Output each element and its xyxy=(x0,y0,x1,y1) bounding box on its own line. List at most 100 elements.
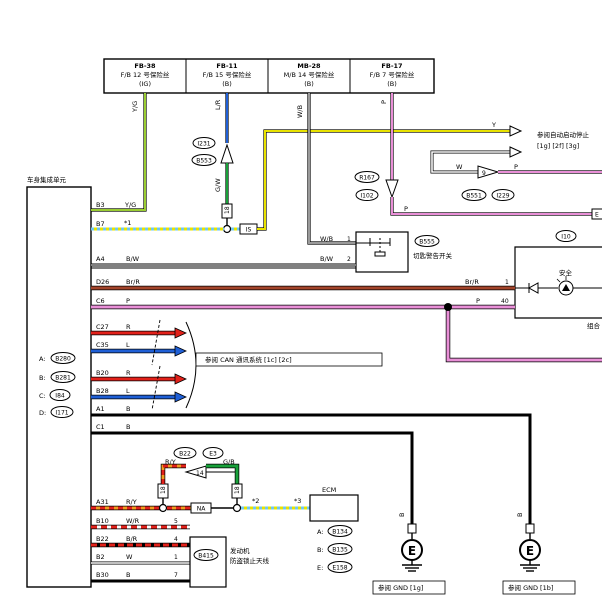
wire-color-label: W/B xyxy=(296,105,304,118)
pin-number: 4 xyxy=(174,536,178,543)
wire-color-label: Y/G xyxy=(131,101,139,113)
connector-number: 14 xyxy=(196,470,204,477)
connector-oval xyxy=(50,406,74,418)
bcm-connector-letter: B: xyxy=(39,374,46,382)
wire-color-label: G/W xyxy=(214,178,222,192)
wire-color-label: Br/R xyxy=(126,278,140,286)
wire-color-label: B xyxy=(126,423,130,431)
pin-label: B2 xyxy=(96,553,105,561)
wire-color-label: L xyxy=(126,341,130,349)
wire-color-label: B/R xyxy=(126,535,138,543)
twisted-pair-mark xyxy=(151,365,161,411)
gnd-ref-label: 参阅 GND [1g] xyxy=(378,583,423,592)
connector-number: 18 xyxy=(160,486,167,494)
connector-number: 18 xyxy=(234,486,241,494)
ground-2: E 参阅 GND [1b] xyxy=(502,523,576,595)
connector-oval xyxy=(49,389,71,401)
connector-code: B134 xyxy=(332,529,348,536)
fuse-name: M/B 14 号保险丝 xyxy=(284,70,335,79)
arrow-head xyxy=(509,146,523,158)
pin-number: 7 xyxy=(174,572,178,579)
pin-label: B7 xyxy=(96,220,105,228)
connector-code: I231 xyxy=(197,141,210,148)
pin-label: B3 xyxy=(96,201,105,209)
connector-code: I102 xyxy=(360,193,373,200)
ecm-connector-letter: A: xyxy=(317,528,324,536)
gnd-ref-box xyxy=(502,580,576,595)
marker-label: *1 xyxy=(124,219,131,227)
connector-oval xyxy=(50,352,76,364)
pin-label: C1 xyxy=(96,423,105,431)
junction-open xyxy=(232,503,242,513)
wire-color-label: B xyxy=(516,513,524,517)
wire-color-label: R xyxy=(126,369,131,377)
pin-label: C35 xyxy=(96,341,109,349)
wire-w-loop: W 9 P B551 I229 xyxy=(430,146,602,201)
bcm-connector-letter: D: xyxy=(39,409,46,417)
fuse-power: (IG) xyxy=(139,80,151,88)
switch-label: 切匙警告开关 xyxy=(413,251,453,260)
connector-code: B553 xyxy=(196,158,212,165)
can-ref-box xyxy=(195,352,383,367)
connector-oval xyxy=(491,189,515,201)
wire-ry-gb-loop: 18 R/Y 14 G/B 18 B22 E3 xyxy=(157,447,243,504)
ground-letter: E xyxy=(408,544,416,558)
fuse-power: (B) xyxy=(387,80,397,88)
wire-color-label: W xyxy=(456,163,463,171)
combination-meter: I10 安全 组合 xyxy=(514,230,602,330)
pin-number: 40 xyxy=(501,298,509,305)
wire-fb17-p: P P E R167 I102 xyxy=(354,93,602,220)
arrow-head xyxy=(509,125,523,137)
bcm-connector-letter: C: xyxy=(39,392,46,400)
is-box-label: IS xyxy=(246,227,252,234)
wire-color-label: L xyxy=(126,387,130,395)
arrow-head xyxy=(174,391,187,403)
na-box-label: NA xyxy=(197,506,206,513)
ground-1: E 参阅 GND [1g] xyxy=(372,523,446,595)
bcm-title: 车身集成单元 xyxy=(27,175,67,184)
connector-code: B415 xyxy=(198,553,214,560)
can-ref-label: 参阅 CAN 通讯系统 [1c] [2c] xyxy=(205,355,292,364)
can-bracket xyxy=(185,321,197,409)
connector-code: B22 xyxy=(179,451,191,458)
gnd-ref-label: 参阅 GND [1b] xyxy=(508,583,553,592)
connector-code: I10 xyxy=(561,234,571,241)
wire-color-label: Y/G xyxy=(124,201,136,209)
pin-label: B10 xyxy=(96,517,109,525)
bcm-connector-code: I84 xyxy=(55,393,65,400)
junction-open xyxy=(222,224,232,234)
wire-color-label: B xyxy=(126,571,130,579)
bcm-connector-code: B280 xyxy=(55,356,71,363)
wire-mb28-wb: W/B W/B 1 xyxy=(296,93,356,245)
pin-label: C27 xyxy=(96,323,109,331)
wire-color-label: G/B xyxy=(223,458,235,466)
connector-oval xyxy=(50,371,76,383)
connector-code: R167 xyxy=(359,175,375,182)
junction-open xyxy=(158,503,168,513)
ground-connector xyxy=(407,523,417,534)
pin-label: B28 xyxy=(96,387,109,395)
bcm-connector-letter: A: xyxy=(39,355,46,363)
led-diode xyxy=(527,282,539,294)
wire-color-label: B/W xyxy=(126,255,140,263)
wire-a31-ry: A31 R/Y NA *2 *3 xyxy=(91,497,310,514)
gnd-ref-box xyxy=(372,580,446,595)
connector-number: 9 xyxy=(482,170,486,177)
security-label: 安全 xyxy=(559,268,573,277)
fuse-id: FB-38 xyxy=(134,62,156,70)
bcm-connector-code: B281 xyxy=(55,375,71,382)
connector-code: I229 xyxy=(496,193,509,200)
pin-label: A31 xyxy=(96,498,109,506)
connector-oval xyxy=(327,561,353,573)
ecm-box xyxy=(309,494,359,522)
wire-d26-brr: D26 Br/R Br/R 1 xyxy=(91,278,515,291)
fuse-name: F/B 7 号保险丝 xyxy=(370,70,415,79)
marker-label: *2 xyxy=(252,497,259,505)
diode-symbol xyxy=(220,143,234,164)
bcm-box xyxy=(26,186,92,588)
ground-connector xyxy=(525,523,535,534)
immobilizer-label: 发动机 xyxy=(230,546,250,555)
wire-color-label: P xyxy=(380,100,388,104)
connector-number: 18 xyxy=(224,206,231,214)
